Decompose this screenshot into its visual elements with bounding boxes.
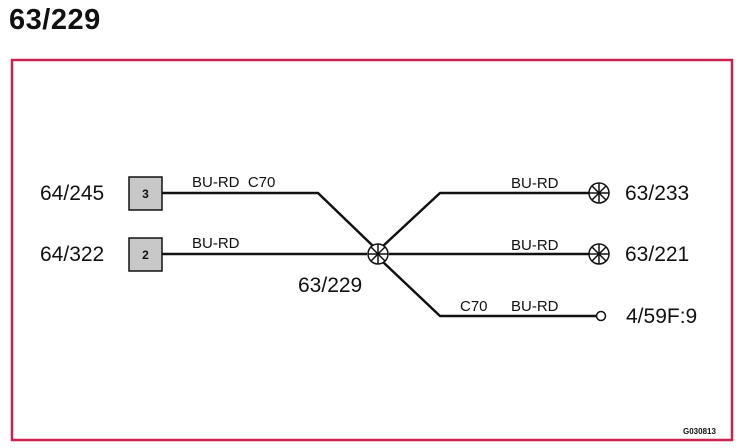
wire-64-245-to-splice [162,191,374,247]
wire-label-top-right: BU-RD [511,175,559,192]
end-label-63-233: 63/233 [625,182,689,205]
wire-label-middle-right: BU-RD [511,237,559,254]
splice-label: 63/229 [298,274,362,297]
connector-pin-2: 2 [142,248,149,262]
terminal-open-circle-icon [595,310,607,322]
wire-label-top-left: BU-RD C70 [192,174,275,191]
ground-star-icon-63-233 [588,182,610,204]
end-label-63-221: 63/221 [625,243,689,266]
connector-label-64-322: 64/322 [40,243,104,266]
end-label-4-59f-9: 4/59F:9 [626,305,697,328]
wire-label-bottom-right: BU-RD [511,298,559,315]
connector-pin-3: 3 [142,187,149,201]
connector-box-2 [128,237,163,272]
diagram-frame [10,58,734,442]
figure-code: G030813 [683,427,716,436]
page-title: 63/229 [9,4,101,36]
wire-code-bottom-right: C70 [460,298,488,315]
wire-label-bottom-left: BU-RD [192,235,240,252]
wire-splice-to-4-59f-9 [382,261,596,318]
ground-star-icon-63-221 [588,243,610,265]
splice-icon [367,243,389,265]
connector-box-3 [128,176,163,211]
wire-splice-to-63-233 [382,191,589,247]
connector-label-64-245: 64/245 [40,182,104,205]
